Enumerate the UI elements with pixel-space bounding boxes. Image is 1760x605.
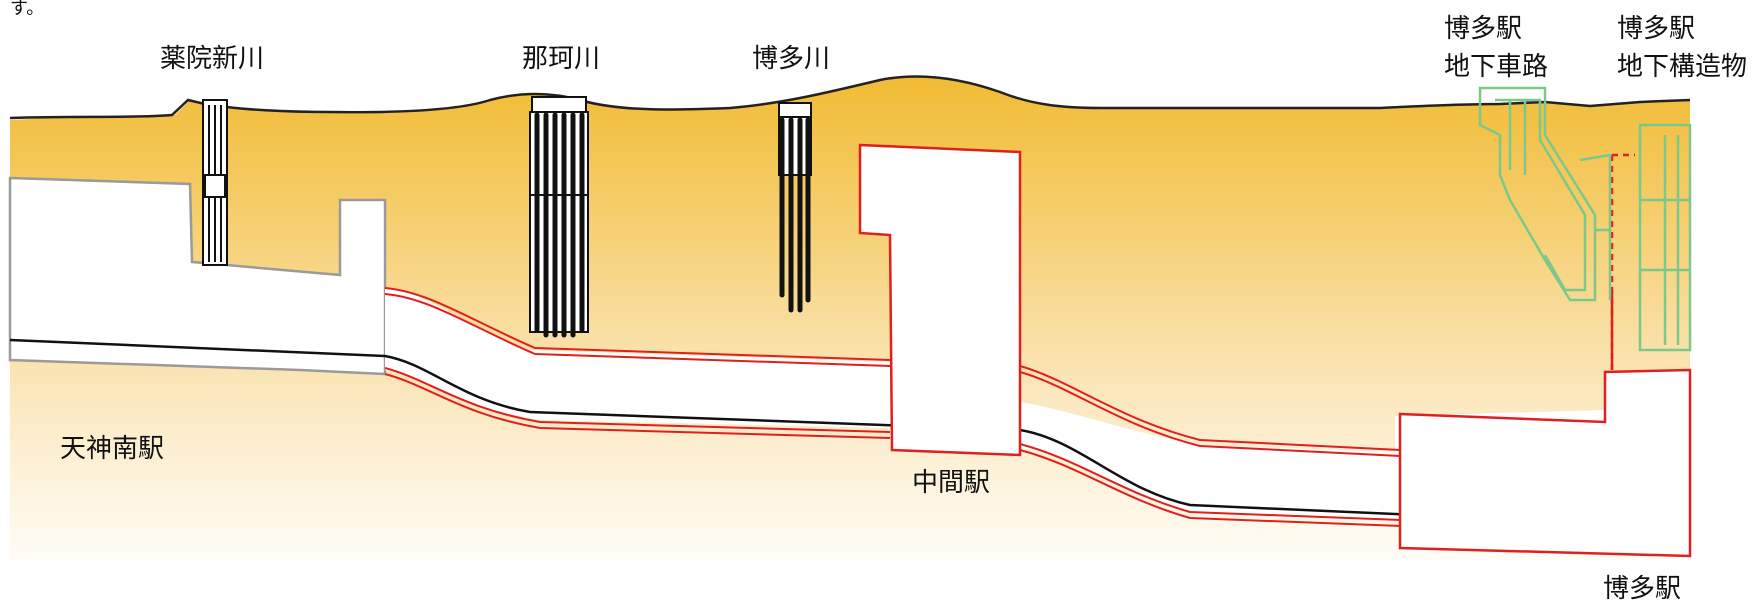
hakata-underground-road bbox=[1478, 86, 1612, 302]
tunnel-bottom-line-1 bbox=[384, 367, 891, 433]
tunnel-top-line-3 bbox=[1019, 365, 1401, 451]
label-hakata-road-line1: 博多駅 bbox=[1444, 14, 1523, 44]
yakuin-shinkawa-piles bbox=[202, 99, 228, 266]
page-fragment-text: す。 bbox=[10, 0, 45, 19]
ground-soil bbox=[10, 76, 1690, 560]
label-hakata-road-line2: 地下車路 bbox=[1444, 52, 1549, 82]
tunnel-body bbox=[385, 288, 1690, 556]
tunnel-top-line-2 bbox=[384, 293, 891, 367]
ground-surface-line bbox=[9, 75, 1691, 120]
tunnel-bottom-line-4 bbox=[1019, 449, 1401, 527]
hakata-river-piles bbox=[778, 102, 812, 313]
label-hakata-struct-line1: 博多駅 bbox=[1617, 14, 1696, 44]
label-naka-river: 那珂川 bbox=[522, 44, 601, 74]
label-tenjin-minami-station: 天神南駅 bbox=[60, 434, 165, 464]
label-intermediate-station: 中間駅 bbox=[912, 468, 991, 498]
tunnel-bottom-line-3 bbox=[1019, 443, 1401, 521]
label-hakata-struct-line2: 地下構造物 bbox=[1617, 52, 1748, 82]
hakata-station-box bbox=[1398, 368, 1692, 558]
tenjin-existing-structure bbox=[8, 176, 387, 376]
intermediate-station-box bbox=[858, 143, 1022, 457]
tunnel-top-line-4 bbox=[1019, 371, 1401, 457]
tunnel-top-line-1 bbox=[384, 287, 891, 361]
naka-river-piles bbox=[529, 96, 589, 338]
label-hakata-river: 博多川 bbox=[752, 44, 831, 74]
hakata-underground-structure bbox=[1638, 123, 1692, 352]
tunnel-bottom-line-2 bbox=[384, 373, 891, 439]
label-yakuin-shinkawa: 薬院新川 bbox=[160, 44, 265, 74]
label-hakata-station: 博多駅 bbox=[1603, 574, 1682, 604]
